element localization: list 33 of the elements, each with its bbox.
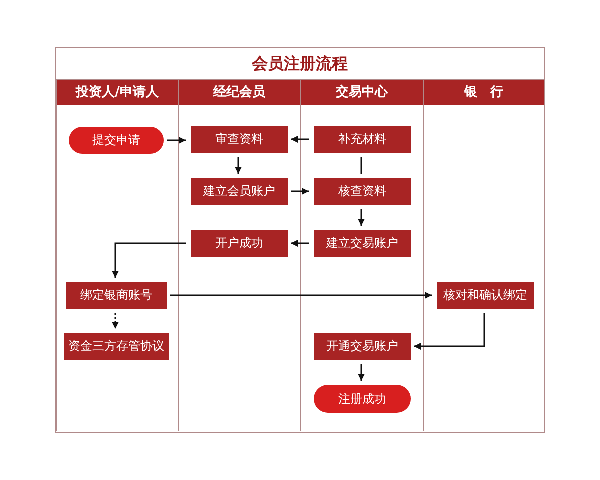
arrow: [167, 137, 186, 144]
process-box: 资金三方存管协议: [64, 333, 169, 360]
terminal-pill: 注册成功: [314, 385, 411, 413]
swimlane: [300, 80, 423, 431]
swimlane: [56, 80, 178, 431]
process-box: 补充材料: [314, 126, 411, 153]
process-box: 开通交易账户: [314, 333, 411, 360]
arrow: [291, 240, 309, 247]
process-box: 开户成功: [191, 230, 288, 257]
process-box: 建立交易账户: [314, 230, 411, 257]
arrow: [291, 136, 309, 143]
arrow: [358, 209, 365, 226]
lane-header: 银 行: [463, 84, 504, 102]
arrow: [112, 242, 186, 278]
process-box: 核对和确认绑定: [437, 282, 534, 309]
lane-header: 投资人/申请人: [74, 84, 160, 102]
arrow: [112, 313, 119, 329]
terminal-pill: 提交申请: [69, 127, 164, 154]
lane-header: 交易中心: [335, 84, 390, 102]
arrow: [414, 313, 486, 350]
connector-line: [360, 157, 362, 174]
process-box: 审查资料: [191, 126, 288, 153]
process-box: 建立会员账户: [191, 178, 288, 205]
process-box: 绑定银商账号: [66, 282, 167, 309]
arrow: [291, 188, 309, 195]
swimlane: [423, 80, 544, 431]
swimlane: [178, 80, 300, 431]
diagram-title: 会员注册流程: [250, 53, 349, 75]
lane-header: 经纪会员: [212, 84, 266, 102]
arrow: [170, 292, 432, 299]
arrow: [235, 157, 242, 174]
process-box: 核查资料: [314, 178, 411, 205]
arrow: [358, 364, 365, 381]
